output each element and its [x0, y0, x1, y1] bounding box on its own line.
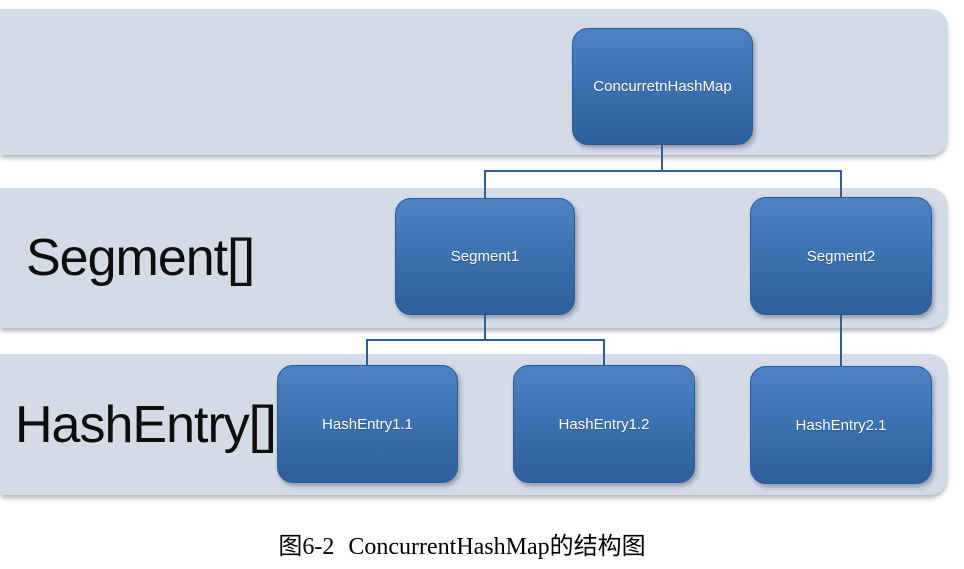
- node-hashentry1-2: HashEntry1.2: [513, 365, 695, 483]
- figure-caption: 图6-2 ConcurrentHashMap的结构图: [0, 526, 924, 561]
- connector-drop-segment1: [484, 171, 486, 199]
- node-concurrenthashmap: ConcurretnHashMap: [572, 28, 753, 145]
- connector-segment1-children-bus: [366, 339, 605, 341]
- band-concurrenthashmap-row: [0, 9, 948, 155]
- figure-title: ConcurrentHashMap的结构图: [348, 534, 646, 560]
- node-segment1: Segment1: [395, 198, 575, 315]
- connector-drop-hashentry11: [366, 340, 368, 366]
- node-hashentry2-1: HashEntry2.1: [750, 366, 932, 484]
- hashentry-array-label: HashEntry[]: [15, 395, 277, 454]
- connector-drop-hashentry12: [603, 340, 605, 366]
- connector-segment1-stub: [484, 315, 486, 341]
- segment-array-label: Segment[]: [26, 229, 255, 287]
- figure-number: 图6-2: [278, 534, 335, 560]
- connector-root-to-segments-bus: [484, 170, 842, 172]
- connector-segment2-to-hashentry21: [840, 315, 842, 366]
- node-hashentry1-1: HashEntry1.1: [277, 365, 458, 483]
- connector-root-stub: [661, 145, 663, 172]
- connector-drop-segment2: [840, 171, 842, 198]
- node-segment2: Segment2: [750, 197, 932, 315]
